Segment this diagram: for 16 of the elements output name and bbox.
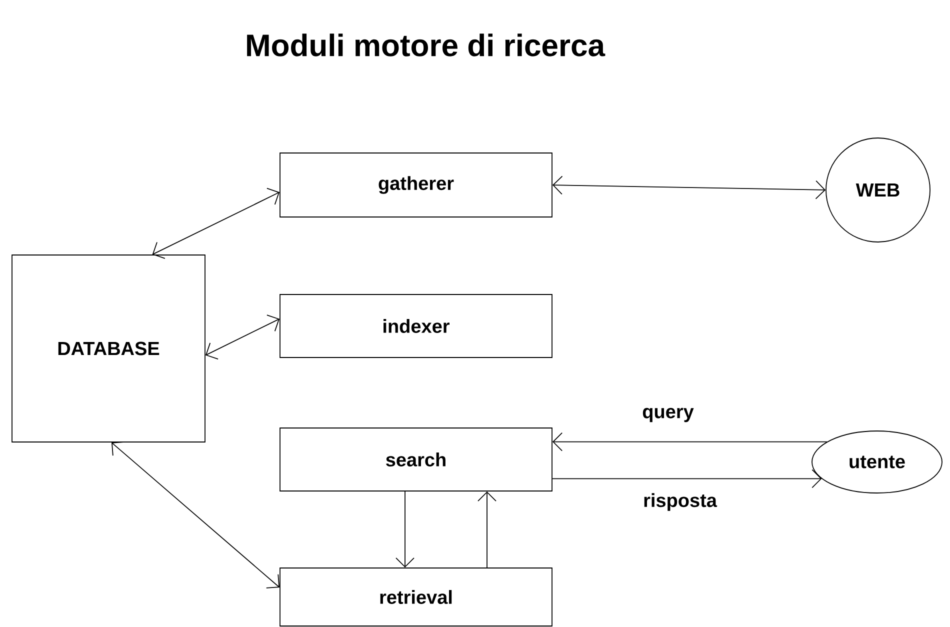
edge-label: query <box>641 406 695 424</box>
process-box: indexer <box>280 294 552 358</box>
arrow <box>112 442 280 588</box>
arrow <box>478 491 496 568</box>
arrow <box>552 176 826 200</box>
arrow <box>205 314 280 360</box>
arrow <box>152 188 280 259</box>
arrow <box>552 469 822 488</box>
database-box: DATABASE <box>12 254 206 442</box>
arrow <box>396 491 414 568</box>
edge-label: risposta <box>642 492 718 512</box>
process-box: gatherer <box>280 152 552 218</box>
arrow <box>552 432 828 452</box>
process-box: retrieval <box>280 568 552 626</box>
title: Moduli motore di ricerca <box>247 34 606 56</box>
process-box: search <box>280 428 552 492</box>
